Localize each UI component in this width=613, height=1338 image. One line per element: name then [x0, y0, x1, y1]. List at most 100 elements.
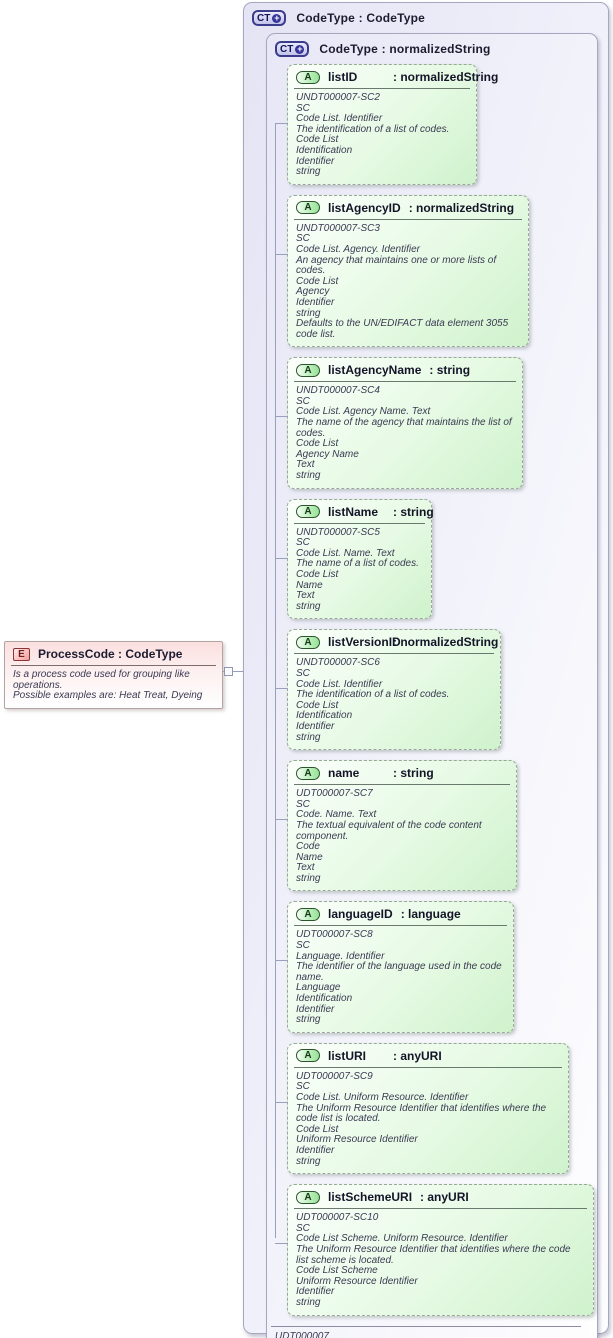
annotation-line: Language. Identifier [296, 950, 385, 962]
attribute-box[interactable]: A listAgencyName : string UNDT000007-SC4… [275, 357, 523, 489]
annotation-line: UNDT000007-SC5 [296, 526, 380, 538]
annotation-line: Code List. Identifier [296, 678, 383, 690]
annotation-line: Code List. Agency. Identifier [296, 243, 420, 255]
annotation-line: Agency Name [296, 448, 359, 460]
attribute-header: A listName : string [294, 500, 434, 524]
element-header: E ProcessCode : CodeType [11, 642, 216, 666]
annotation-line: Identifier [296, 1003, 335, 1015]
annotation-line: Code List [296, 275, 339, 287]
attribute-icon: A [296, 1049, 320, 1063]
attribute-type: : normalizedString [408, 200, 515, 215]
element-icon: E [13, 647, 30, 661]
inner-header: CT + CodeType : normalizedString [267, 34, 597, 62]
outer-header: CT + CodeType : CodeType [244, 3, 608, 31]
attribute-name: listURI [328, 1048, 367, 1063]
annotation-line: An agency that maintains one or more lis… [296, 254, 497, 277]
attribute-icon: A [296, 201, 320, 215]
annotation-line: Identifier [296, 1286, 335, 1298]
attribute-icon: A [296, 635, 320, 649]
annotation-line: Language [296, 982, 341, 994]
element-connector-handle[interactable] [224, 667, 233, 676]
annotation-line: string [296, 470, 321, 482]
annotation-line: SC [296, 1222, 310, 1234]
attribute-name: listName [328, 504, 379, 519]
complextype-box-outer[interactable]: CT + CodeType : CodeType CT + CodeType :… [243, 2, 609, 1338]
annotation-line: The textual equivalent of the code conte… [296, 819, 482, 842]
attribute-name: listVersionID [328, 635, 401, 650]
annotation-line: string [296, 1155, 321, 1167]
annotation-line: Text [296, 590, 315, 602]
attribute-box[interactable]: A listID : normalizedString UNDT000007-S… [275, 64, 498, 185]
annotation-line: The identification of a list of codes. [296, 123, 450, 135]
attribute-box[interactable]: A listVersionID : normalizedString UNDT0… [275, 629, 501, 751]
annotation-line: Identification [296, 993, 353, 1005]
attribute-icon: A [296, 1190, 320, 1204]
annotation-line: Name [296, 579, 323, 591]
annotation-line: Code List [296, 438, 339, 450]
annotation-line: string [296, 1014, 321, 1026]
annotation-line: SC [296, 1081, 310, 1093]
attribute-header: A name : string [294, 761, 510, 786]
annotation-line: SC [296, 798, 310, 810]
element-title: ProcessCode : CodeType [38, 647, 183, 661]
annotation-line: UNDT000007-SC3 [296, 222, 380, 234]
attribute-name: listID [328, 70, 358, 84]
annotation-line: Agency [296, 286, 330, 298]
plus-icon: + [295, 43, 305, 54]
annotation-line: Code List Scheme. Uniform Resource. Iden… [296, 1233, 508, 1245]
element-description: Is a process code used for grouping like… [5, 666, 222, 708]
annotation-line: UNDT000007-SC2 [296, 92, 380, 103]
attribute-box[interactable]: A listAgencyID : normalizedString UNDT00… [275, 194, 529, 348]
element-description-line: Possible examples are: Heat Treat, Dyein… [13, 690, 203, 702]
complextype-expand-icon[interactable]: CT + [252, 10, 287, 26]
annotation-line: string [296, 872, 321, 884]
annotation-line: Code List [296, 699, 339, 711]
annotation-line: Identification [296, 144, 353, 156]
annotation-line: UDT000007-SC7 [296, 788, 373, 800]
annotation-line: string [296, 600, 321, 612]
complextype-box-inner[interactable]: CT + CodeType : normalizedString A listI… [266, 33, 598, 1338]
annotation-line: The Uniform Resource Identifier that ide… [296, 1243, 571, 1266]
attribute-icon: A [296, 907, 320, 921]
annotation-line: Uniform Resource Identifier [296, 1275, 418, 1287]
complextype-expand-icon[interactable]: CT + [275, 41, 310, 57]
annotation-line: SC [296, 667, 310, 679]
annotation-line: string [296, 731, 321, 743]
annotation-line: Uniform Resource Identifier [296, 1134, 418, 1146]
attribute-header: A listID : normalizedString [294, 65, 498, 89]
attribute-header: A listVersionID : normalizedString [294, 630, 498, 655]
annotation-line: Code [296, 841, 320, 853]
annotation-line: Code List. Name. Text [296, 547, 395, 559]
annotation-line: string [296, 307, 321, 319]
element-description-line: Is a process code used for grouping like… [13, 669, 190, 691]
annotation-line: UNDT000007-SC6 [296, 657, 380, 669]
attribute-icon: A [296, 70, 320, 84]
attribute-list: A listID : normalizedString UNDT000007-S… [267, 62, 597, 1316]
annotation-line: The Uniform Resource Identifier that ide… [296, 1102, 547, 1125]
annotation-line: UDT000007-SC8 [296, 929, 373, 941]
complextype-icon-label: CT [257, 12, 271, 24]
element-box-processcode[interactable]: E ProcessCode : CodeType Is a process co… [4, 641, 223, 709]
annotation-line: Name [296, 851, 323, 863]
annotation-line: SC [296, 233, 310, 245]
annotation-line: Identifier [296, 1144, 335, 1156]
annotation-line: Code List [296, 1123, 339, 1135]
complextype-icon-label: CT [280, 43, 294, 55]
annotation-line: Text [296, 862, 315, 874]
annotation-line: Identifier [296, 720, 335, 732]
annotation-line: SC [296, 537, 310, 549]
annotation-line: Code List [296, 569, 339, 580]
annotation-line: Text [296, 459, 315, 471]
attribute-header: A listSchemeURI : anyURI [294, 1185, 587, 1210]
annotation-line: Code. Name. Text [296, 809, 377, 821]
attribute-icon: A [296, 766, 320, 780]
